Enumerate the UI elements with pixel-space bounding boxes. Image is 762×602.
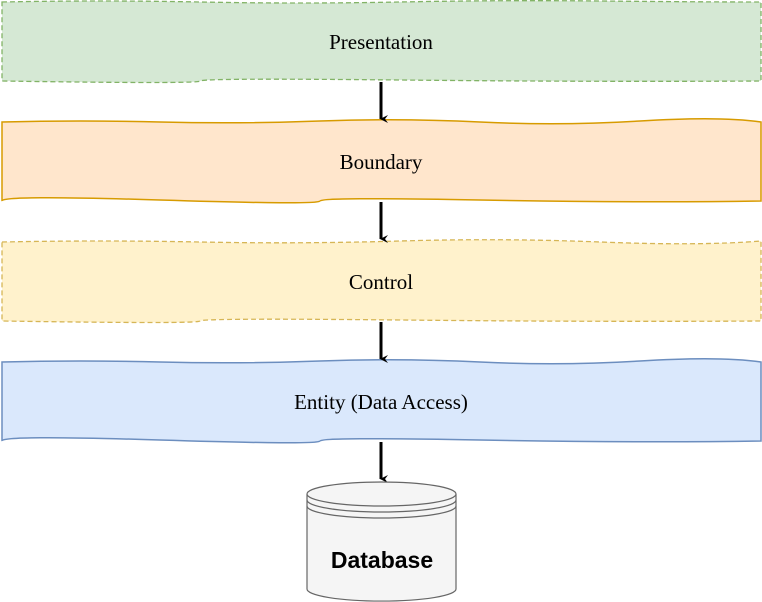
database-ring-2 xyxy=(306,505,457,519)
layer-entity-box xyxy=(1,357,762,444)
layer-presentation-label: Presentation xyxy=(329,30,433,54)
layer-boundary-label: Boundary xyxy=(340,150,423,174)
database-label: Database xyxy=(331,547,433,573)
database-top xyxy=(306,481,457,507)
layer-entity-label: Entity (Data Access) xyxy=(294,390,468,414)
layer-entity[interactable]: Entity (Data Access) xyxy=(1,357,762,444)
layer-control[interactable]: Control xyxy=(1,239,762,324)
database-body xyxy=(306,494,457,602)
layer-presentation[interactable]: Presentation xyxy=(1,0,762,84)
layer-control-label: Control xyxy=(349,270,413,294)
layer-boundary-box xyxy=(1,117,762,204)
database-ring-1 xyxy=(306,499,457,513)
layer-control-box xyxy=(1,239,762,324)
database-cylinder[interactable]: Database xyxy=(306,481,457,602)
layer-boundary[interactable]: Boundary xyxy=(1,117,762,204)
layer-presentation-box xyxy=(1,0,762,84)
